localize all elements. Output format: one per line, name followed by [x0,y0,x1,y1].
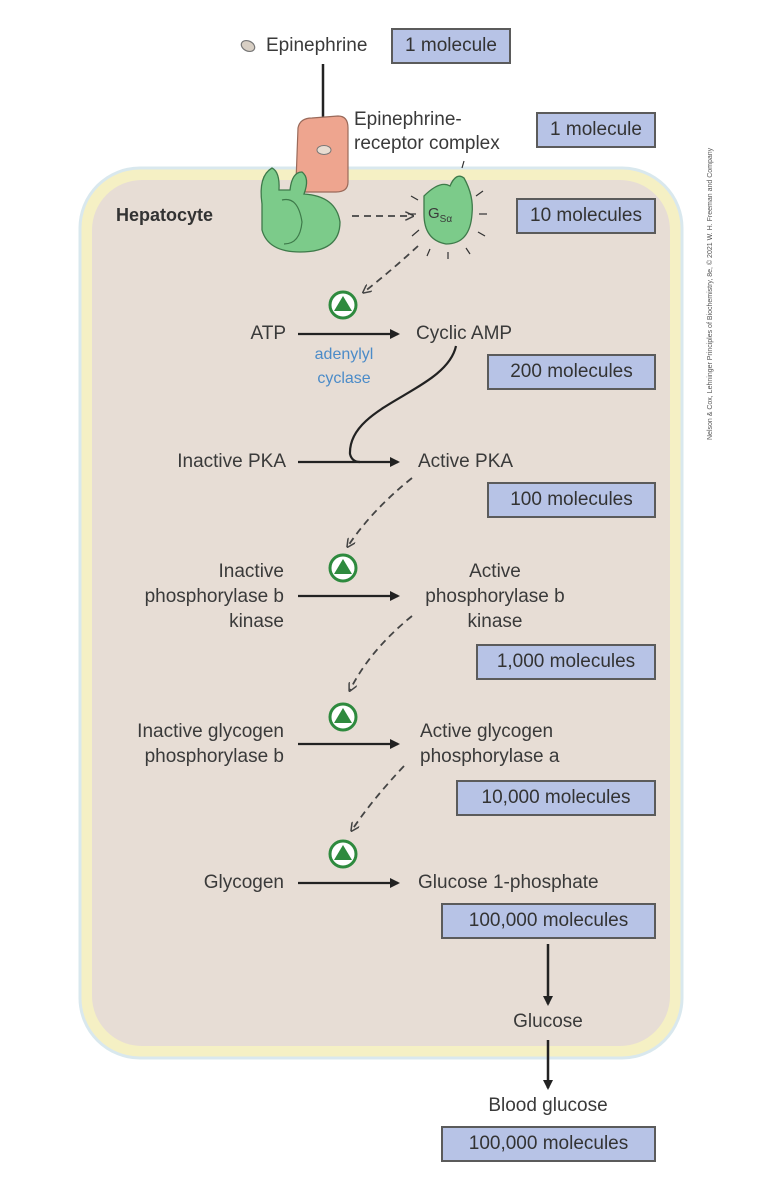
receptor-complex-label-line2: receptor complex [354,133,500,154]
active-kinase-label-line2: phosphorylase b [425,586,565,607]
glycogen-label: Glycogen [203,872,284,893]
cell-cytoplasm [92,180,670,1046]
gs-alpha-label: GSα [428,205,453,225]
active-pka-label: Active PKA [418,451,514,472]
epinephrine-molecule-icon [240,39,256,53]
atp-label: ATP [250,323,286,344]
activation-icon [328,290,358,320]
cascade-dashed-arrow [350,615,413,690]
camp-count-box: 200 molecules [487,354,656,390]
active-kinase-label-line1: Active [469,561,521,582]
active-phosphorylase-label-line2: phosphorylase a [420,746,560,767]
kinase-count-box: 1,000 molecules [476,644,656,680]
g-protein-count-box: 10 molecules [516,198,656,234]
adenylyl-cyclase-label-line1: adenylyl [314,346,374,363]
inactive-phosphorylase-label-line1: Inactive glycogen [137,721,284,742]
epinephrine-label: Epinephrine [266,35,368,56]
receptor-complex-label-line1: Epinephrine- [354,109,462,130]
activation-icon [328,702,358,732]
receptor-count-box: 1 molecule [536,112,656,148]
camp-binding-curve [348,345,458,464]
inactive-kinase-label-line1: Inactive [218,561,284,582]
inactive-kinase-label-line2: phosphorylase b [144,586,284,607]
pka-count-box: 100 molecules [487,482,656,518]
g-protein-complex-icon [260,167,341,253]
inactive-phosphorylase-label-line2: phosphorylase b [144,746,284,767]
cyclic-amp-label: Cyclic AMP [416,323,513,344]
active-kinase-label-line3: kinase [467,611,523,632]
adenylyl-cyclase-label-line2: cyclase [317,370,371,387]
cell-label: Hepatocyte [116,205,214,225]
blood-glucose-count-box: 100,000 molecules [441,1126,656,1162]
glucose-1-phosphate-count-box: 100,000 molecules [441,903,656,939]
active-phosphorylase-label-line1: Active glycogen [420,721,554,742]
inactive-pka-label: Inactive PKA [177,451,286,472]
glucose-label: Glucose [513,1011,583,1032]
copyright-credit: Nelson & Cox, Lehninger Principles of Bi… [707,147,714,440]
cascade-dashed-arrow [352,765,405,830]
gs-alpha-icon [408,160,487,259]
epinephrine-count-box: 1 molecule [391,28,511,64]
glucose-1-phosphate-label: Glucose 1-phosphate [418,872,599,893]
activation-icon [328,839,358,869]
cascade-dashed-arrow [348,477,413,546]
inactive-kinase-label-line3: kinase [229,611,284,632]
gs-to-cyclase-dashed-arrow [364,245,419,292]
phosphorylase-count-box: 10,000 molecules [456,780,656,816]
activation-icon [328,553,358,583]
blood-glucose-label: Blood glucose [488,1095,608,1116]
